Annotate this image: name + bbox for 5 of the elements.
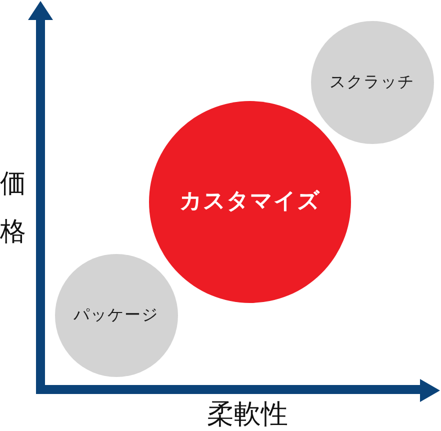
bubble-label: カスタマイズ <box>180 188 320 216</box>
y-axis-label: 価格 <box>0 168 26 249</box>
bubble-label: パッケージ <box>74 305 158 325</box>
x-axis-label: 柔軟性 <box>207 400 288 430</box>
bubble-label: スクラッチ <box>330 72 414 92</box>
